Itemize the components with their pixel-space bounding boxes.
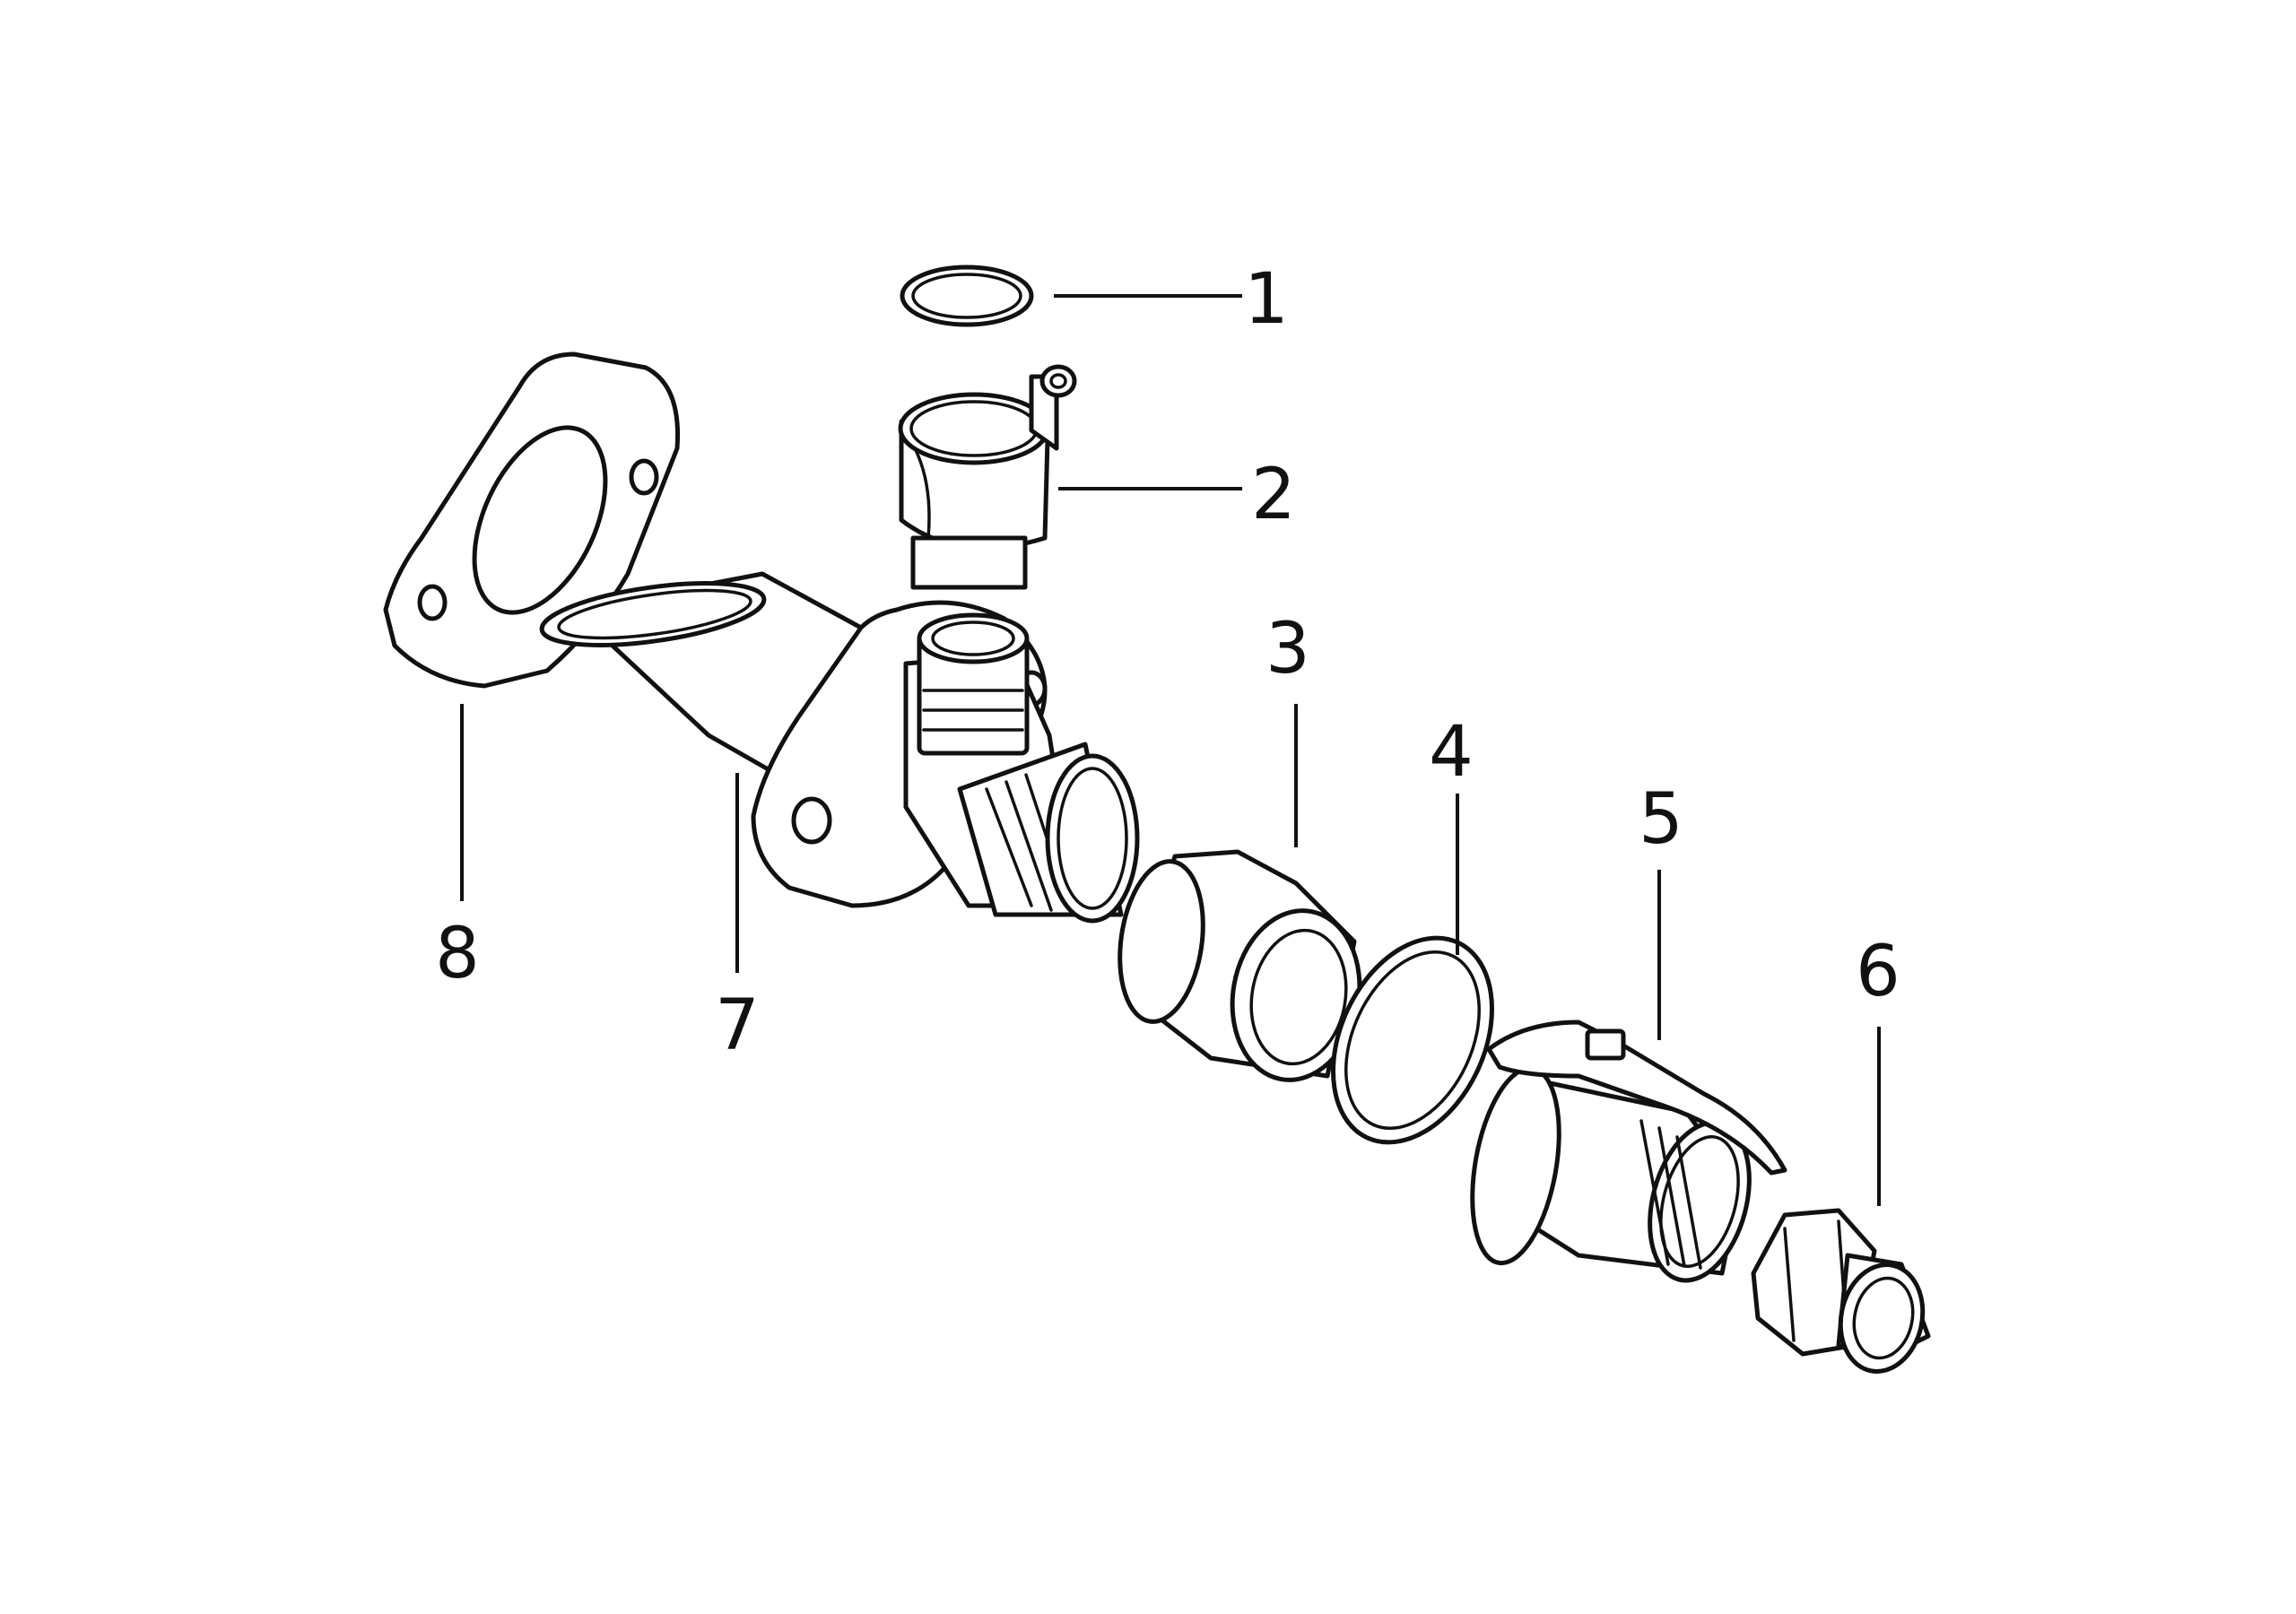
callout-8: 8 [435, 914, 480, 994]
leader-lines [460, 294, 1881, 1206]
part-2-clamp [898, 364, 1077, 590]
callout-7: 7 [715, 985, 760, 1066]
part-3-coupling-sleeve [1118, 849, 1362, 1082]
callout-3: 3 [1265, 609, 1310, 690]
part-6-hex-nipple [1751, 1208, 1931, 1374]
part-5-quick-coupler [1470, 1020, 1787, 1283]
part-4-seal-ring [1331, 935, 1494, 1145]
callout-4: 4 [1429, 712, 1474, 793]
callout-2: 2 [1251, 455, 1296, 535]
part-1-o-ring [900, 265, 1034, 327]
part-7-elbow-housing [539, 571, 1140, 924]
callout-5: 5 [1639, 779, 1683, 860]
callout-6: 6 [1856, 932, 1900, 1012]
callout-numbers: 1 2 3 4 5 6 7 8 [435, 259, 1900, 1066]
callout-1: 1 [1244, 259, 1289, 340]
